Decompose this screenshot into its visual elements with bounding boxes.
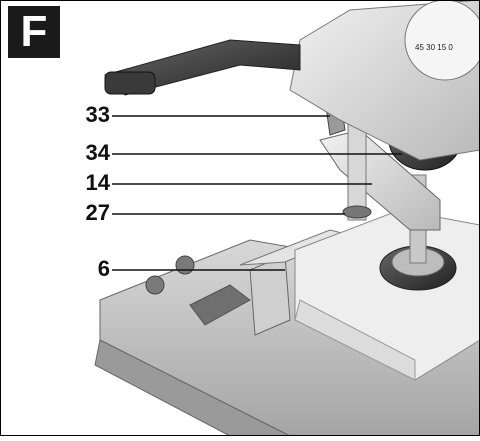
bevel-scale-text: 45 30 15 0 bbox=[415, 43, 453, 52]
base-slot bbox=[189, 284, 251, 326]
callout-27: 27 bbox=[85, 200, 110, 225]
fence bbox=[249, 254, 291, 336]
callout-lines bbox=[112, 115, 402, 271]
bevel-scale bbox=[404, 0, 480, 81]
base-hole-left bbox=[145, 275, 165, 295]
callout-34: 34 bbox=[85, 140, 110, 165]
callout-14: 14 bbox=[85, 170, 110, 195]
base-hole-right bbox=[175, 255, 195, 275]
workpiece-front bbox=[294, 299, 416, 381]
figure-label: F bbox=[8, 6, 60, 58]
callout-6: 6 bbox=[97, 256, 110, 281]
callout-33: 33 bbox=[85, 102, 110, 127]
clamp-post-socket bbox=[342, 205, 372, 219]
